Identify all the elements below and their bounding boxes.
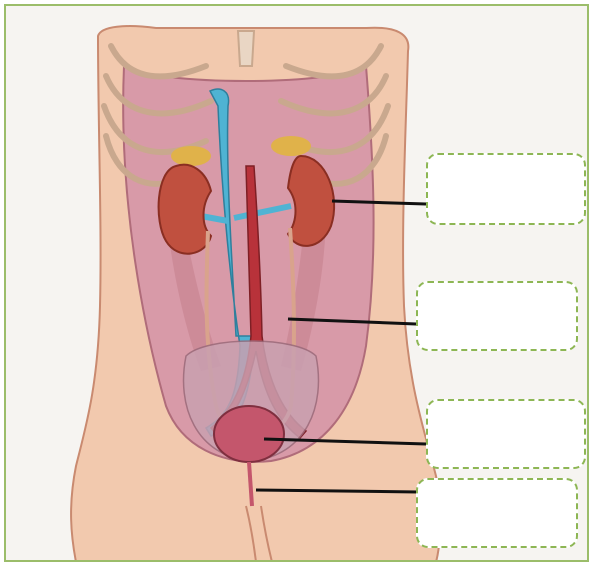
kidney-left <box>159 165 211 254</box>
label-box-ureter[interactable] <box>416 281 578 351</box>
label-box-urethra[interactable] <box>416 478 578 548</box>
adrenal-gland-left <box>171 146 211 166</box>
diagram-frame <box>4 4 589 562</box>
urinary-bladder <box>214 406 284 462</box>
label-box-bladder[interactable] <box>426 399 586 469</box>
label-box-kidney[interactable] <box>426 153 586 225</box>
leader-urethra <box>256 490 418 492</box>
sternum <box>238 31 254 66</box>
adrenal-gland-right <box>271 136 311 156</box>
